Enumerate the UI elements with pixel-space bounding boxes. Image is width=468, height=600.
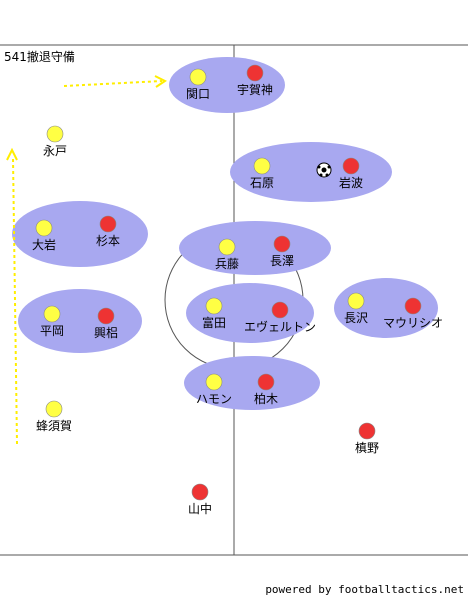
player-name: 永戸 xyxy=(43,144,67,158)
zone-ellipse xyxy=(186,283,314,343)
player-name: 山中 xyxy=(188,501,212,516)
red-player-dot xyxy=(404,297,422,315)
player-marker: 長澤 xyxy=(270,235,294,268)
yellow-player-dot xyxy=(46,125,64,143)
yellow-player-dot xyxy=(45,400,63,418)
player-name: 大岩 xyxy=(32,237,56,252)
player-marker: 蜂須賀 xyxy=(36,400,72,433)
yellow-player-dot xyxy=(218,238,236,256)
player-marker: 岩波 xyxy=(339,157,363,190)
page-title: 541撤退守備 xyxy=(4,50,75,64)
player-name: 槙野 xyxy=(355,441,379,455)
player-marker: マウリシオ xyxy=(383,297,443,330)
yellow-player-dot xyxy=(347,292,365,310)
player-marker: 永戸 xyxy=(43,125,67,158)
player-marker: 大岩 xyxy=(32,219,56,252)
player-name: 関口 xyxy=(186,87,210,101)
run-arrow-horizontal xyxy=(63,75,167,88)
credit-text: powered by footballtactics.net xyxy=(265,583,464,596)
player-name: エヴェルトン xyxy=(244,319,316,334)
zone-ellipse xyxy=(334,278,438,338)
zone-ellipse xyxy=(18,289,142,353)
red-player-dot xyxy=(191,483,209,501)
player-name: 石原 xyxy=(250,176,274,190)
player-name: 長沢 xyxy=(344,311,368,325)
player-marker: 長沢 xyxy=(344,292,368,325)
player-marker: 石原 xyxy=(250,157,274,190)
player-marker: 平岡 xyxy=(40,305,64,338)
zone-ellipse xyxy=(230,142,392,202)
player-name: 杉本 xyxy=(96,234,120,248)
player-marker: ハモン xyxy=(196,373,232,406)
player-marker: 山中 xyxy=(188,483,212,516)
red-player-dot xyxy=(97,307,115,325)
player-marker: 宇賀神 xyxy=(237,64,273,97)
player-name: 宇賀神 xyxy=(237,83,273,97)
player-marker: 杉本 xyxy=(96,215,120,248)
player-name: 富田 xyxy=(202,315,226,330)
ball-icon xyxy=(316,162,332,178)
yellow-player-dot xyxy=(189,68,207,86)
player-name: 長澤 xyxy=(270,254,294,268)
player-name: 兵藤 xyxy=(215,257,239,271)
red-player-dot xyxy=(257,373,275,391)
player-marker: 関口 xyxy=(186,68,210,101)
yellow-player-dot xyxy=(205,373,223,391)
player-marker: 富田 xyxy=(202,297,226,330)
player-marker: 柏木 xyxy=(254,373,278,406)
yellow-player-dot xyxy=(253,157,271,175)
red-player-dot xyxy=(246,64,264,82)
red-player-dot xyxy=(99,215,117,233)
player-marker: 興梠 xyxy=(94,307,118,340)
player-name: ハモン xyxy=(196,392,232,406)
zone-ellipse xyxy=(184,356,320,410)
yellow-player-dot xyxy=(43,305,61,323)
run-arrow-vertical xyxy=(6,147,18,445)
yellow-player-dot xyxy=(35,219,53,237)
red-player-dot xyxy=(358,422,376,440)
player-name: 柏木 xyxy=(254,391,278,406)
zone-ellipse xyxy=(179,221,331,275)
player-marker: 槙野 xyxy=(355,422,379,455)
red-player-dot xyxy=(271,301,289,319)
player-name: マウリシオ xyxy=(383,316,443,330)
player-name: 蜂須賀 xyxy=(36,419,72,433)
player-marker: 兵藤 xyxy=(215,238,239,271)
zone-ellipse xyxy=(12,201,148,267)
player-name: 興梠 xyxy=(94,325,118,340)
red-player-dot xyxy=(273,235,291,253)
zone-layer xyxy=(12,57,438,410)
player-marker: エヴェルトン xyxy=(244,301,316,334)
player-name: 岩波 xyxy=(339,175,363,190)
yellow-player-dot xyxy=(205,297,223,315)
red-player-dot xyxy=(342,157,360,175)
player-name: 平岡 xyxy=(40,324,64,338)
